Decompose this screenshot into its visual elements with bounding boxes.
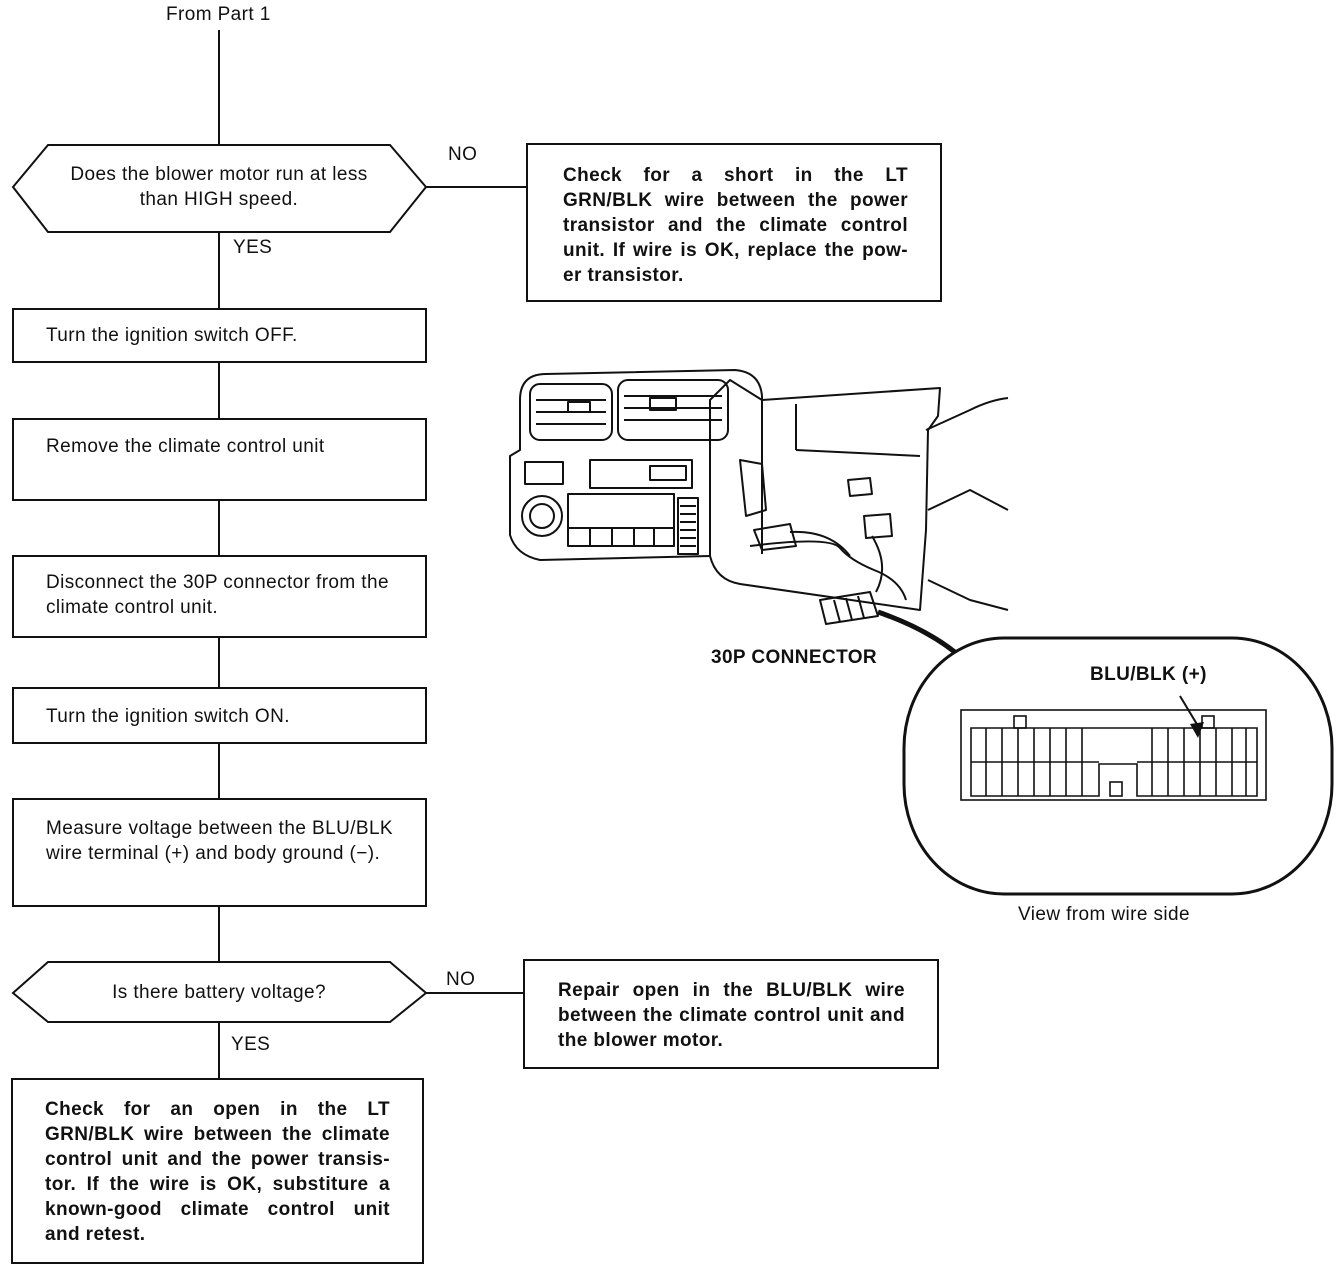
no-label-2: NO [446, 969, 476, 990]
box-ignition-on: Turn the ignition switch ON. [12, 687, 427, 744]
decision-diamond-blower [11, 144, 428, 233]
box-repair-open: Repair open in the BLU/BLK wire between … [523, 959, 939, 1069]
box-final-check: Check for an open in the LT GRN/BLK wire… [11, 1078, 424, 1264]
decision-diamond-voltage [11, 961, 428, 1023]
box-check-short: Check for a short in the LT GRN/BLK wire… [526, 143, 942, 302]
final-check-text: Check for an open in the LT GRN/BLK wire… [45, 1099, 390, 1245]
repair-open-text: Repair open in the BLU/BLK wire between … [558, 980, 905, 1051]
connector-detail [902, 636, 1334, 896]
box-ignition-off: Turn the ignition switch OFF. [12, 308, 427, 363]
dashboard-illustration [509, 369, 1009, 660]
remove-unit-text: Remove the climate control unit [46, 436, 325, 457]
box-measure-voltage: Measure voltage between the BLU/BLK wire… [12, 798, 427, 907]
yes-label-1: YES [233, 237, 273, 258]
ignition-on-text: Turn the ignition switch ON. [46, 706, 290, 727]
question-battery-voltage: Is there battery voltage? [112, 982, 326, 1003]
yes-label-2: YES [231, 1034, 271, 1055]
connector-label: 30P CONNECTOR [711, 647, 878, 668]
check-short-text: Check for a short in the LT GRN/BLK wire… [563, 165, 908, 286]
start-label: From Part 1 [166, 4, 271, 25]
ignition-off-text: Turn the ignition switch OFF. [46, 325, 298, 346]
box-disconnect-connector: Disconnect the 30P connector from the cl… [12, 555, 427, 638]
terminal-label: BLU/BLK (+) [1090, 664, 1207, 685]
question-blower-speed: Does the blower motor run at less than H… [70, 164, 368, 210]
view-caption: View from wire side [1018, 904, 1190, 925]
box-remove-unit: Remove the climate control unit [12, 418, 427, 501]
no-label-1: NO [448, 144, 478, 165]
disconnect-text: Disconnect the 30P connector from the cl… [46, 572, 389, 618]
measure-voltage-text: Measure voltage between the BLU/BLK wire… [46, 818, 393, 864]
terminal-arrow-icon [1190, 722, 1204, 738]
